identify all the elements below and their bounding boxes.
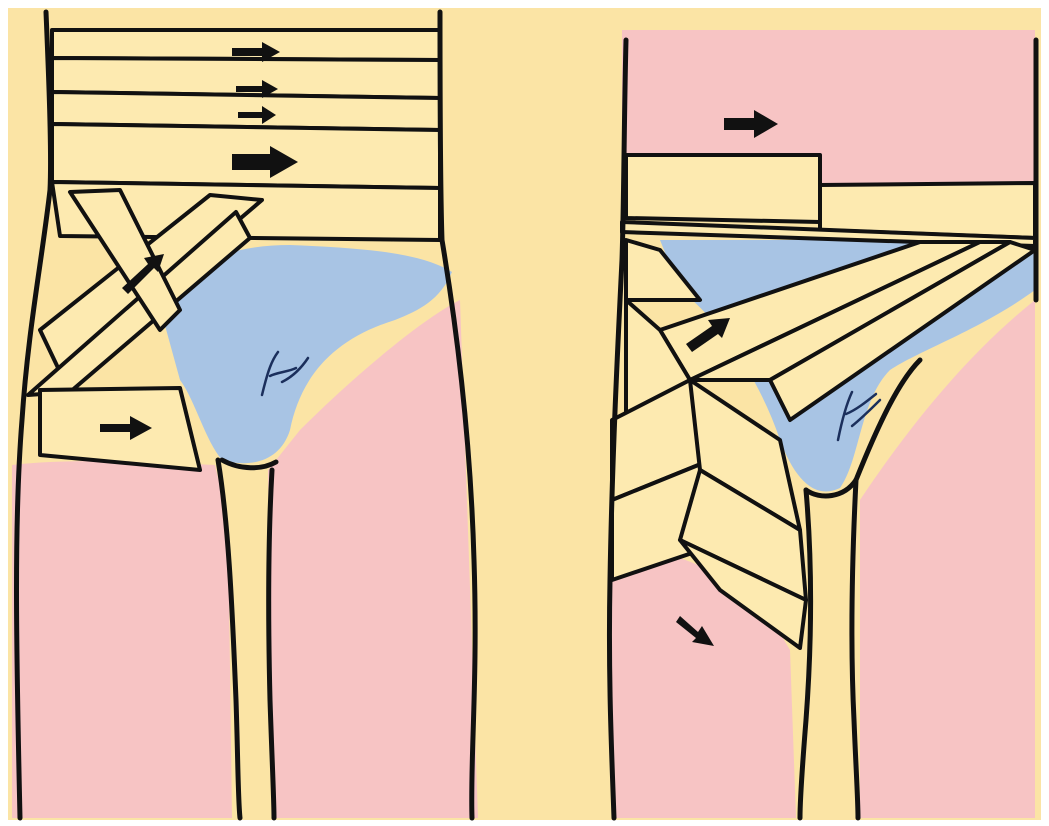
left-thigh: [12, 461, 232, 818]
waist-band: [626, 155, 820, 222]
